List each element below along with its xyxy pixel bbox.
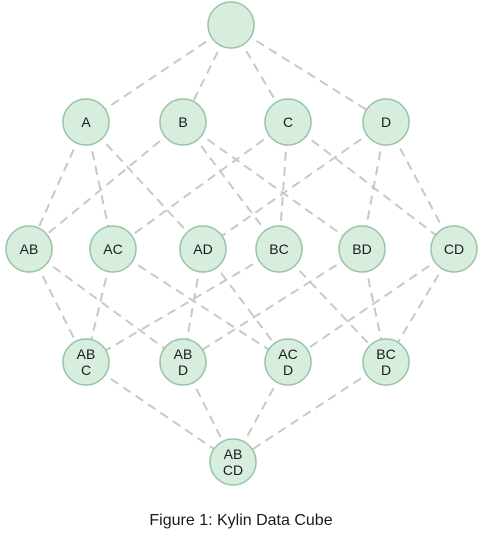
node-bd: BD [338, 225, 386, 273]
node-cd: CD [430, 225, 478, 273]
edge-D-AD [202, 121, 387, 250]
edge-BC-BCD [278, 248, 387, 363]
node-circle [362, 338, 410, 386]
edge-B-AB [28, 121, 184, 250]
node-label: AC [103, 241, 122, 257]
node-circle [89, 225, 137, 273]
node-circle [362, 98, 410, 146]
node-circle [209, 438, 257, 486]
node-label: CD [223, 462, 243, 478]
edge-A-AD [85, 121, 204, 250]
edge-C-CD [287, 121, 455, 250]
node-circle [255, 225, 303, 273]
node-a: A [62, 98, 110, 146]
node-abd: ABD [159, 338, 207, 386]
node-acd: ACD [264, 338, 312, 386]
node-ad: AD [179, 225, 227, 273]
node-apex [207, 1, 255, 49]
node-circle [5, 225, 53, 273]
figure-caption: Figure 1: Kylin Data Cube [149, 512, 333, 529]
node-label: AB [77, 346, 96, 362]
node-circle [159, 98, 207, 146]
node-label: BC [376, 346, 395, 362]
node-circle [62, 98, 110, 146]
node-circle [264, 98, 312, 146]
edge-CD-ACD [287, 248, 455, 363]
edge-B-BD [182, 121, 363, 250]
node-label: D [381, 362, 391, 378]
node-d: D [362, 98, 410, 146]
node-label: C [283, 114, 293, 130]
edge-B-BC [182, 121, 280, 250]
node-label: AB [224, 446, 243, 462]
node-label: D [283, 362, 293, 378]
node-label: BC [269, 241, 288, 257]
node-circle [430, 225, 478, 273]
node-label: CD [444, 241, 464, 257]
node-circle [159, 338, 207, 386]
edge-BD-ABD [182, 248, 363, 363]
node-circle [207, 1, 255, 49]
node-ac: AC [89, 225, 137, 273]
node-label: D [381, 114, 391, 130]
node-b: B [159, 98, 207, 146]
node-c: C [264, 98, 312, 146]
node-circle [179, 225, 227, 273]
edge-C-AC [112, 121, 289, 250]
node-abc: ABC [62, 338, 110, 386]
edge-BC-ABC [85, 248, 280, 363]
node-circle [62, 338, 110, 386]
node-bc: BC [255, 225, 303, 273]
node-label: AB [174, 346, 193, 362]
node-circle [338, 225, 386, 273]
node-label: A [81, 114, 91, 130]
edge-AB-ABD [28, 248, 184, 363]
edge-ABC-ABCD [85, 361, 234, 463]
node-bcd: BCD [362, 338, 410, 386]
node-label: AB [20, 241, 39, 257]
node-label: C [81, 362, 91, 378]
node-label: D [178, 362, 188, 378]
node-circle [264, 338, 312, 386]
node-label: B [178, 114, 187, 130]
edge-AC-ACD [112, 248, 289, 363]
node-label: AC [278, 346, 297, 362]
edge-apex-A [85, 24, 232, 123]
edge-D-CD [385, 121, 455, 250]
node-label: AD [193, 241, 212, 257]
node-ab: AB [5, 225, 53, 273]
edge-BCD-ABCD [232, 361, 387, 463]
node-label: BD [352, 241, 371, 257]
edge-apex-D [230, 24, 387, 123]
